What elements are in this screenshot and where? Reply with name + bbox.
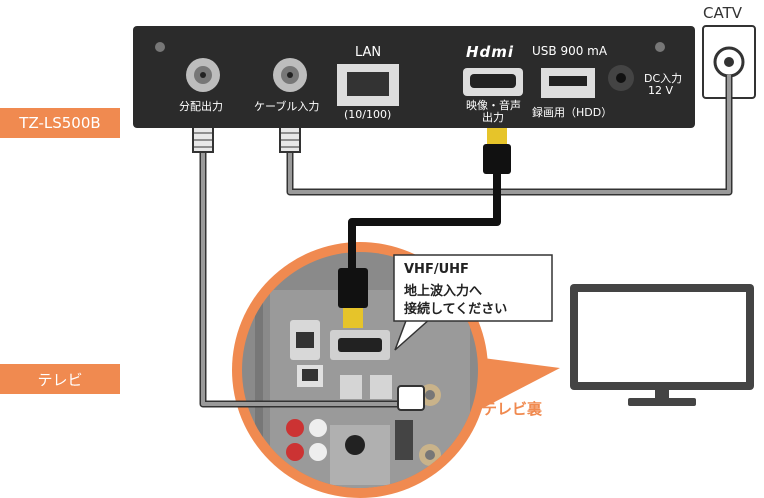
callout-line-1: VHF/UHF xyxy=(404,262,469,277)
dc-label-2: 12 V xyxy=(648,84,674,97)
hdmi-plug-tv xyxy=(338,268,368,328)
device-model-tag: TZ-LS500B xyxy=(0,108,120,138)
dc-label-1: DC入力 xyxy=(644,72,683,85)
port-out-label: 分配出力 xyxy=(179,100,223,113)
zoom-pointer xyxy=(460,355,560,420)
port-cable-in-label: ケーブル入力 xyxy=(254,100,320,113)
tv-tag: テレビ xyxy=(0,364,120,394)
callout-line-3: 接続してください xyxy=(404,302,508,317)
port-video-label-2: 出力 xyxy=(482,111,504,124)
usb-label: USB 900 mA xyxy=(532,44,608,58)
tv-back-label: テレビ裏 xyxy=(482,400,543,418)
tv-label: テレビ xyxy=(37,370,83,389)
cables xyxy=(199,75,733,408)
coax-plug-out xyxy=(192,125,214,153)
tv-monitor-icon xyxy=(570,284,754,406)
catv-label: CATV xyxy=(703,4,742,22)
cable-hdmi xyxy=(348,170,501,280)
lan-label: LAN xyxy=(355,45,382,60)
device-body xyxy=(133,26,695,128)
port-video-label-1: 映像・音声 xyxy=(466,99,521,112)
port-rec-label: 録画用（HDD） xyxy=(532,106,613,119)
callout-line-2: 地上波入力へ xyxy=(404,284,483,299)
lan-spec-label: (10/100) xyxy=(344,108,392,121)
device-model-label: TZ-LS500B xyxy=(19,114,101,132)
hdmi-logo: Hdmi xyxy=(466,43,515,61)
coax-plug-in xyxy=(279,125,301,153)
